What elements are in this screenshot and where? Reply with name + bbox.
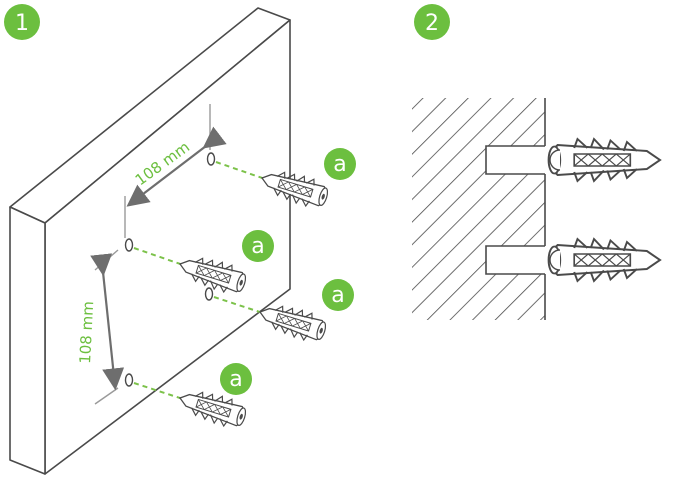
wall-anchor-side-view xyxy=(547,137,662,183)
wall-anchor-side-view xyxy=(547,237,662,283)
insertion-guides xyxy=(133,161,269,401)
wall-cross-section xyxy=(412,98,548,320)
anchor-marker: a xyxy=(220,363,252,395)
step-1-panel: 1 108 mm 108 mm xyxy=(4,4,356,475)
anchor-marker: a xyxy=(322,279,354,311)
horizontal-dimension-arrow xyxy=(126,126,227,207)
drill-holes xyxy=(124,152,216,387)
anchor-marker: a xyxy=(324,148,356,180)
vertical-dimension-label: 108 mm xyxy=(76,301,97,364)
anchor-marker-letter: a xyxy=(331,283,344,308)
anchor-marker-letter: a xyxy=(251,234,264,259)
vertical-dimension-arrow xyxy=(90,253,125,391)
anchor-marker-letter: a xyxy=(333,152,346,177)
step-1-badge: 1 xyxy=(4,4,40,40)
anchor-marker-letter: a xyxy=(229,367,242,392)
anchor-marker: a xyxy=(242,230,274,262)
drill-hole-3 xyxy=(204,287,214,301)
drill-hole-4 xyxy=(124,373,134,387)
step-2-badge: 2 xyxy=(414,4,450,40)
step-1-number: 1 xyxy=(15,11,29,36)
drill-hole-2 xyxy=(124,238,134,252)
drill-hole-1 xyxy=(206,152,216,166)
vertical-dimension: 108 mm xyxy=(76,249,125,405)
step-2-number: 2 xyxy=(425,11,439,36)
step-2-panel: 2 xyxy=(412,4,662,320)
wall-panel-side-edge xyxy=(9,206,46,475)
